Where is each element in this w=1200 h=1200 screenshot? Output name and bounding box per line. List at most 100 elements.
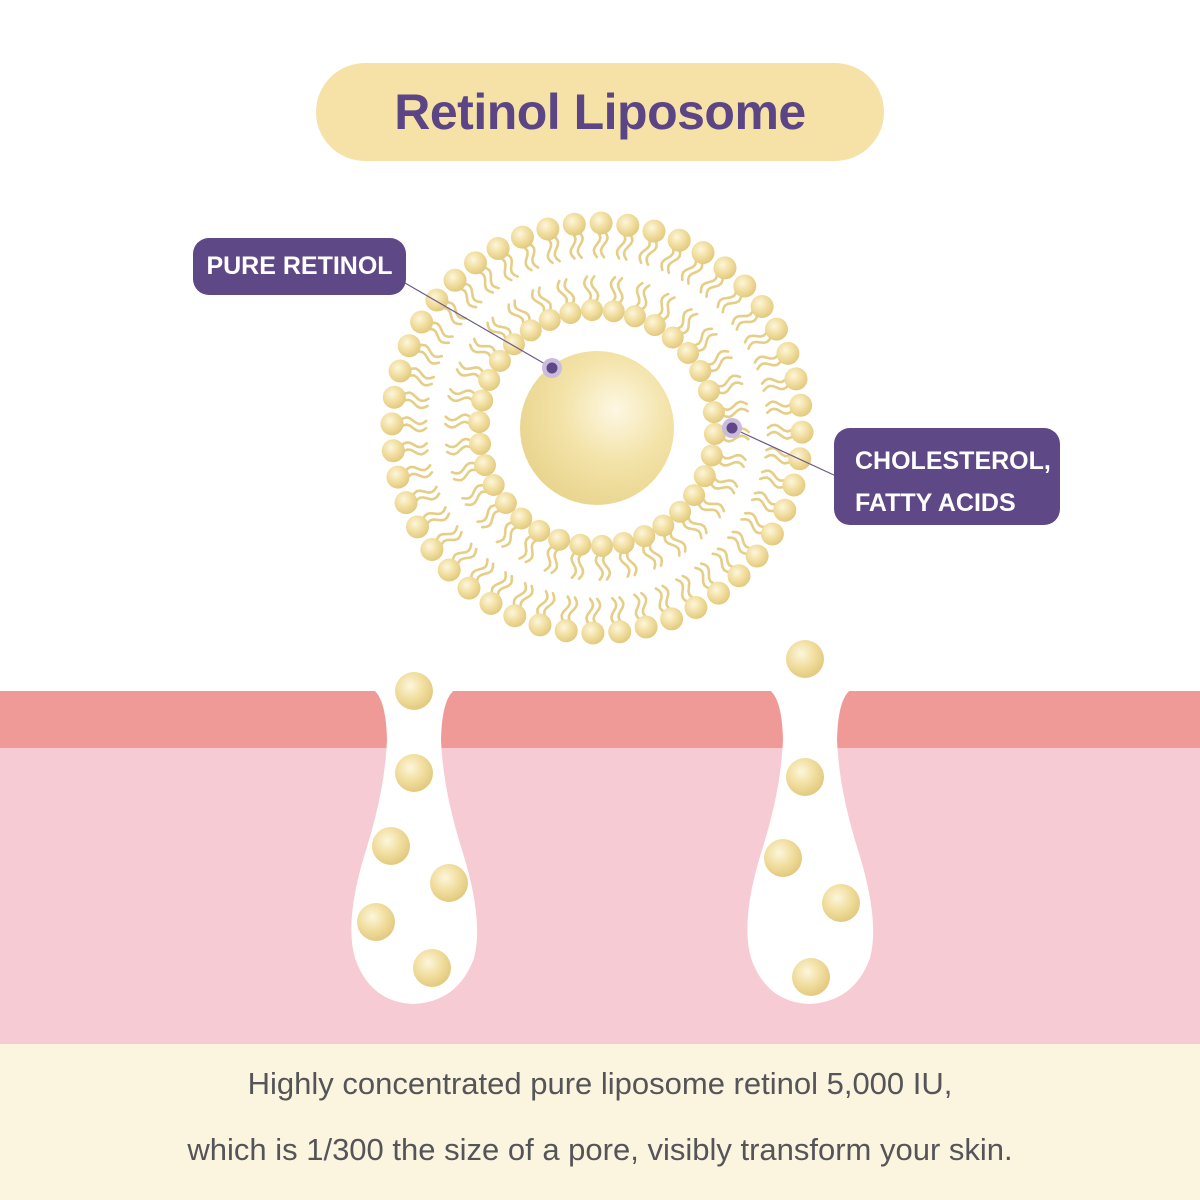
phospholipid-inner-27 bbox=[623, 281, 651, 328]
phospholipid-outer-37 bbox=[615, 213, 640, 261]
phospholipid-outer-46 bbox=[760, 367, 808, 392]
phospholipid-outer-2 bbox=[758, 469, 806, 497]
phospholipid-inner-10 bbox=[543, 528, 571, 575]
phospholipid-inner-18 bbox=[447, 387, 494, 412]
caption-line-2: which is 1/300 the size of a pore, visib… bbox=[187, 1132, 1013, 1167]
phospholipid-inner-26 bbox=[602, 276, 625, 323]
phospholipid-outer-39 bbox=[660, 228, 691, 275]
phospholipid-outer-18 bbox=[437, 542, 478, 582]
pore-right bbox=[747, 688, 874, 1004]
phospholipid-outer-21 bbox=[394, 485, 441, 515]
label-pure-retinol-text: PURE RETINOL bbox=[206, 252, 393, 280]
phospholipid-outer-23 bbox=[381, 439, 429, 463]
phospholipid-inner-25 bbox=[581, 275, 603, 322]
phospholipid-inner-17 bbox=[444, 411, 491, 434]
phospholipid-outer-34 bbox=[536, 217, 561, 265]
phospholipid-outer-25 bbox=[382, 385, 430, 410]
phospholipid-inner-8 bbox=[591, 534, 613, 581]
phospholipid-inner-19 bbox=[455, 361, 501, 391]
pore-liposome-9 bbox=[822, 884, 860, 922]
phospholipid-inner-2 bbox=[693, 465, 739, 495]
phospholipid-outer-45 bbox=[753, 341, 800, 371]
pore-liposome-2 bbox=[372, 827, 410, 865]
phospholipid-outer-16 bbox=[479, 571, 514, 615]
phospholipid-outer-17 bbox=[457, 558, 495, 600]
phospholipid-inner-30 bbox=[677, 327, 718, 364]
page-title: Retinol Liposome bbox=[394, 84, 806, 140]
phospholipid-outer-35 bbox=[562, 212, 586, 260]
phospholipid-inner-3 bbox=[683, 484, 726, 519]
title-pill: Retinol Liposome bbox=[316, 63, 884, 161]
phospholipid-outer-32 bbox=[486, 237, 519, 282]
phospholipid-outer-44 bbox=[743, 317, 788, 350]
label-cholesterol: CHOLESTEROL, FATTY ACIDS bbox=[834, 428, 1060, 525]
phospholipid-inner-14 bbox=[461, 474, 505, 507]
phospholipid-outer-4 bbox=[740, 511, 784, 546]
phospholipid-outer-41 bbox=[699, 256, 737, 298]
phospholipid-inner-29 bbox=[661, 308, 699, 349]
marker-cholesterol-dot bbox=[726, 422, 738, 434]
phospholipid-outer-7 bbox=[694, 562, 730, 605]
phospholipid-inner-24 bbox=[556, 278, 582, 324]
label-cholesterol-line2: FATTY ACIDS bbox=[855, 489, 1016, 517]
phospholipid-outer-36 bbox=[589, 211, 613, 259]
skin-epidermis bbox=[0, 691, 1200, 748]
pore-liposome-3 bbox=[430, 864, 468, 902]
liposome-bilayer bbox=[380, 211, 814, 645]
phospholipid-inner-23 bbox=[530, 286, 561, 331]
phospholipid-inner-15 bbox=[450, 454, 496, 482]
phospholipid-outer-38 bbox=[638, 219, 666, 267]
phospholipid-outer-0 bbox=[766, 420, 814, 444]
phospholipid-inner-13 bbox=[476, 492, 517, 529]
phospholipid-inner-33 bbox=[702, 400, 750, 424]
pore-liposome-4 bbox=[357, 903, 395, 941]
skin-dermis bbox=[0, 745, 1200, 1045]
phospholipid-outer-9 bbox=[654, 584, 684, 631]
leader-line-retinol bbox=[404, 282, 553, 369]
pore-liposome-6 bbox=[786, 640, 824, 678]
pore-liposome-10 bbox=[792, 958, 830, 996]
phospholipid-outer-22 bbox=[386, 464, 434, 489]
leader-line-cholesterol bbox=[731, 427, 837, 477]
label-cholesterol-line1: CHOLESTEROL, bbox=[855, 447, 1051, 475]
phospholipid-outer-20 bbox=[406, 506, 451, 539]
phospholipid-outer-47 bbox=[765, 393, 813, 417]
pore-liposome-7 bbox=[786, 758, 824, 796]
phospholipid-outer-14 bbox=[528, 589, 556, 637]
phospholipid-outer-27 bbox=[397, 334, 444, 365]
pore-liposome-8 bbox=[764, 839, 802, 877]
phospholipid-outer-26 bbox=[388, 359, 436, 387]
phospholipid-outer-12 bbox=[581, 597, 605, 645]
phospholipid-inner-6 bbox=[633, 525, 664, 570]
phospholipid-inner-11 bbox=[518, 519, 551, 564]
phospholipid-inner-32 bbox=[698, 374, 744, 402]
phospholipid-outer-42 bbox=[716, 274, 757, 314]
pore-liposome-1 bbox=[395, 754, 433, 792]
phospholipid-inner-12 bbox=[495, 507, 533, 548]
pore-liposome-0 bbox=[395, 672, 433, 710]
marker-retinol-dot bbox=[546, 362, 558, 374]
phospholipid-outer-6 bbox=[711, 547, 751, 588]
phospholipid-outer-28 bbox=[410, 310, 454, 345]
phospholipid-inner-1 bbox=[700, 444, 747, 469]
phospholipid-outer-43 bbox=[731, 295, 774, 331]
phospholipid-outer-19 bbox=[420, 525, 463, 561]
phospholipid-inner-31 bbox=[689, 349, 733, 382]
phospholipid-inner-16 bbox=[444, 432, 492, 456]
caption-band: Highly concentrated pure liposome retino… bbox=[0, 1044, 1200, 1200]
pore-liposome-5 bbox=[413, 949, 451, 987]
phospholipid-inner-22 bbox=[507, 299, 542, 342]
phospholipid-outer-24 bbox=[380, 412, 428, 436]
phospholipid-outer-33 bbox=[510, 225, 540, 272]
label-pure-retinol: PURE RETINOL bbox=[193, 238, 406, 295]
phospholipid-outer-8 bbox=[675, 574, 708, 619]
phospholipid-outer-31 bbox=[464, 251, 500, 294]
phospholipid-outer-13 bbox=[554, 595, 579, 643]
phospholipid-inner-28 bbox=[643, 292, 676, 337]
pore-liposomes bbox=[357, 640, 860, 996]
caption-line-1: Highly concentrated pure liposome retino… bbox=[247, 1066, 953, 1101]
phospholipid-outer-1 bbox=[764, 446, 812, 471]
retinol-core bbox=[520, 351, 674, 505]
phospholipid-outer-30 bbox=[443, 268, 483, 309]
